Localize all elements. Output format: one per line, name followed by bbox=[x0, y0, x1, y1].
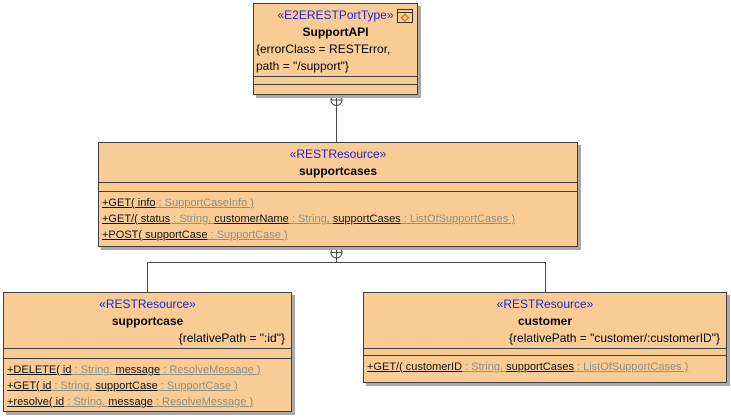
operations-compartment: +GET/( customerID : String, supportCases… bbox=[364, 355, 726, 382]
operations-compartment: +DELETE( id : String, message : ResolveM… bbox=[4, 358, 291, 411]
method-signature[interactable]: +GET( id : String, supportCase : Support… bbox=[7, 378, 291, 394]
operations-compartment: +GET( info : SupportCaseInfo )+GET/( sta… bbox=[99, 191, 577, 246]
attributes-compartment bbox=[4, 348, 291, 358]
method-name-text: +GET/( customerID bbox=[367, 361, 463, 373]
method-signature[interactable]: +resolve( id : String, message : Resolve… bbox=[7, 394, 291, 410]
attributes-compartment bbox=[99, 182, 577, 191]
stereotype-label: «E2ERESTPortType» bbox=[277, 8, 394, 22]
method-name-text: +GET( info bbox=[102, 197, 156, 209]
stereotype-label: «RESTResource» bbox=[99, 297, 196, 311]
method-type-text: : ListOfSupportCases ) bbox=[573, 361, 689, 373]
class-property-line: {errorClass = RESTError, bbox=[256, 42, 391, 56]
method-type-text: : ResolveMessage ) bbox=[152, 396, 254, 408]
method-name-text: customerName bbox=[214, 213, 289, 225]
method-name-text: message bbox=[115, 364, 161, 376]
method-type-text: : SupportCase ) bbox=[157, 380, 238, 392]
method-type-text: : String, bbox=[462, 361, 507, 373]
stereotype-label: «RESTResource» bbox=[289, 147, 387, 161]
class-name-label: SupportAPI bbox=[302, 25, 369, 39]
class-supportcase[interactable]: «RESTResource» supportcase {relativePath… bbox=[3, 292, 292, 412]
method-type-text: : SupportCase ) bbox=[207, 229, 288, 241]
method-name-text: +GET/( status bbox=[102, 213, 171, 225]
connector-supportcases-customer[interactable] bbox=[336, 262, 546, 293]
method-name-text: supportCases bbox=[332, 213, 401, 225]
method-type-text: : String, bbox=[51, 380, 96, 392]
attributes-compartment bbox=[364, 348, 726, 355]
method-type-text: : String, bbox=[288, 213, 333, 225]
class-property-line: path = "/support"} bbox=[256, 59, 349, 73]
method-type-text: : String, bbox=[71, 364, 116, 376]
class-name-label: supportcases bbox=[298, 164, 378, 178]
method-name-text: supportCases bbox=[506, 361, 574, 373]
porttype-icon bbox=[397, 9, 413, 23]
method-name-text: +GET( id bbox=[7, 380, 52, 392]
method-signature[interactable]: +GET/( status : String, customerName : S… bbox=[102, 211, 577, 227]
class-customer[interactable]: «RESTResource» customer {relativePath = … bbox=[363, 292, 727, 383]
attributes-compartment bbox=[254, 76, 417, 84]
method-type-text: : SupportCaseInfo ) bbox=[155, 197, 254, 209]
class-header: «E2ERESTPortType» SupportAPI {errorClass… bbox=[254, 4, 417, 76]
class-header: «RESTResource» customer {relativePath = … bbox=[364, 293, 726, 348]
method-name-text: +POST( supportCase bbox=[102, 229, 208, 241]
class-header: «RESTResource» supportcase {relativePath… bbox=[4, 293, 291, 348]
method-type-text: : String, bbox=[170, 213, 215, 225]
class-property-line: {relativePath = "customer/:customerID"} bbox=[509, 331, 720, 345]
class-property-line: {relativePath = ":id"} bbox=[178, 331, 285, 345]
operations-compartment bbox=[254, 84, 417, 94]
class-supportcases[interactable]: «RESTResource» supportcases +GET( info :… bbox=[98, 142, 578, 247]
containment-connector-icon[interactable] bbox=[330, 94, 343, 106]
stereotype-label: «RESTResource» bbox=[496, 297, 594, 311]
method-name-text: supportCase bbox=[95, 380, 158, 392]
method-type-text: : String, bbox=[64, 396, 109, 408]
connector-supportcases-supportcase[interactable] bbox=[147, 258, 337, 292]
class-supportapi[interactable]: «E2ERESTPortType» SupportAPI {errorClass… bbox=[253, 3, 418, 95]
class-header: «RESTResource» supportcases bbox=[99, 143, 577, 182]
method-type-text: : ListOfSupportCases ) bbox=[400, 213, 516, 225]
containment-connector-icon[interactable] bbox=[330, 246, 343, 259]
method-name-text: +resolve( id bbox=[7, 396, 65, 408]
class-name-label: supportcase bbox=[111, 314, 184, 328]
class-name-label: customer bbox=[517, 314, 573, 328]
method-signature[interactable]: +GET( info : SupportCaseInfo ) bbox=[102, 195, 577, 211]
method-name-text: message bbox=[108, 396, 153, 408]
method-signature[interactable]: +DELETE( id : String, message : ResolveM… bbox=[7, 362, 291, 378]
method-signature[interactable]: +POST( supportCase : SupportCase ) bbox=[102, 227, 577, 243]
method-type-text: : ResolveMessage ) bbox=[160, 364, 261, 376]
method-name-text: +DELETE( id bbox=[7, 364, 72, 376]
method-signature[interactable]: +GET/( customerID : String, supportCases… bbox=[367, 359, 726, 375]
